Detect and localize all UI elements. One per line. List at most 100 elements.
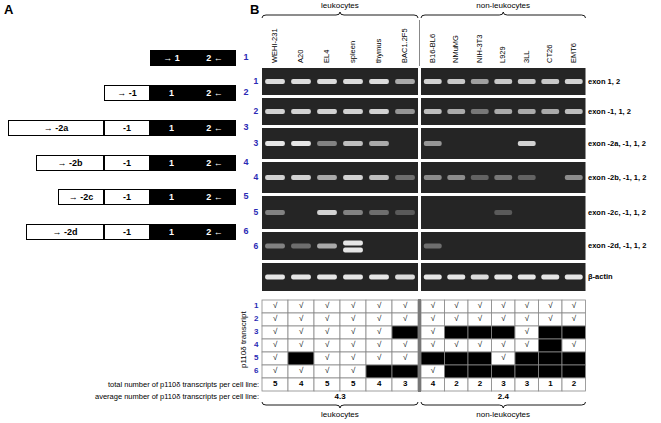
panel-letter: B — [250, 3, 259, 17]
check-mark: √ — [525, 302, 529, 311]
absent-cell — [515, 352, 539, 365]
exon-label: -1 — [123, 193, 131, 202]
absent-cell — [515, 365, 539, 378]
table-cell — [392, 300, 418, 313]
gel-band — [265, 275, 285, 280]
group-brace — [262, 402, 418, 408]
total-count: 4 — [299, 380, 303, 389]
check-mark: √ — [273, 341, 277, 350]
gel-band — [343, 141, 363, 146]
check-mark: √ — [431, 328, 435, 337]
gel-band — [518, 175, 536, 180]
total-count: 1 — [548, 380, 552, 389]
gel-band — [518, 275, 536, 280]
check-mark: √ — [403, 354, 407, 363]
gel-band — [369, 79, 389, 84]
panel-letter: A — [4, 3, 13, 17]
absent-cell — [492, 365, 516, 378]
result-table — [262, 299, 586, 392]
row-number: 4 — [244, 158, 249, 168]
gel-row-label: exon -2c, -1, 1, 2 — [588, 209, 646, 217]
absent-cell — [445, 352, 469, 365]
coding-exon-box: 1 — [150, 155, 193, 171]
table-cell — [492, 339, 516, 352]
check-mark: √ — [572, 302, 576, 311]
table-cell — [288, 339, 314, 352]
table-cell — [515, 326, 539, 339]
table-cell — [445, 339, 469, 352]
lane-label: WEHI-231 — [271, 28, 279, 63]
average-value: 2.4 — [498, 393, 509, 402]
absent-cell — [468, 326, 492, 339]
lane-label: L929 — [499, 46, 507, 63]
gel-band — [447, 275, 465, 280]
check-mark: √ — [501, 341, 505, 350]
coding-exon-box: 2 ← — [193, 85, 236, 101]
row-number: 1 — [244, 53, 249, 63]
row-number: 2 — [254, 315, 258, 324]
check-mark: √ — [377, 315, 381, 324]
table-cell — [366, 313, 392, 326]
table-cell — [262, 339, 288, 352]
check-mark: √ — [299, 341, 303, 350]
group-label: leukocytes — [321, 411, 359, 420]
table-cell — [392, 313, 418, 326]
absent-cell — [468, 352, 492, 365]
noncoding-exon-box: -1 — [104, 120, 150, 136]
gel-panel — [262, 196, 418, 229]
row-caption: average number of p110δ transcripts per … — [95, 393, 259, 401]
total-count: 3 — [403, 380, 407, 389]
absent-cell — [421, 352, 445, 365]
row-number: 4 — [254, 173, 259, 182]
check-mark: √ — [273, 367, 277, 376]
lane-label: EMT6 — [570, 43, 578, 63]
gel-panel — [262, 98, 418, 125]
table-cell — [314, 365, 340, 378]
gel-panel — [262, 232, 418, 260]
gel-band — [343, 175, 363, 180]
gel-panel — [421, 128, 586, 159]
gel-band — [291, 141, 311, 146]
gel-band — [494, 109, 512, 114]
check-mark: √ — [478, 341, 482, 350]
gel-band — [447, 79, 465, 84]
gel-band — [317, 79, 337, 84]
exon-label: 1 — [169, 89, 174, 98]
gel-band — [317, 141, 337, 146]
gel-band — [395, 79, 415, 84]
lane-label: CT26 — [546, 45, 554, 63]
table-cell — [262, 313, 288, 326]
group-divider — [419, 20, 420, 66]
noncoding-exon-box: → -2d — [26, 224, 104, 240]
exon-label: → -1 — [117, 89, 137, 98]
check-mark: √ — [525, 341, 529, 350]
gel-band — [518, 141, 536, 146]
row-number: 6 — [254, 367, 258, 376]
gel-band — [494, 210, 512, 215]
check-mark: √ — [548, 302, 552, 311]
table-cell — [366, 352, 392, 365]
check-mark: √ — [325, 367, 329, 376]
gel-image — [262, 68, 586, 291]
check-mark: √ — [351, 367, 355, 376]
row-number: 5 — [244, 192, 249, 202]
row-number: 2 — [254, 107, 259, 116]
lane-label: B16-BL6 — [429, 34, 437, 63]
lane-label: spleen — [349, 41, 357, 63]
check-mark: √ — [377, 302, 381, 311]
average-value: 4.3 — [335, 393, 346, 402]
noncoding-exon-box: -1 — [104, 224, 150, 240]
absent-cell — [366, 365, 392, 378]
gel-band — [291, 244, 311, 249]
absent-cell — [392, 365, 418, 378]
table-cell — [366, 339, 392, 352]
exon-label: 2 ← — [206, 159, 223, 168]
table-cell — [262, 365, 288, 378]
gel-band — [369, 275, 389, 280]
check-mark: √ — [501, 315, 505, 324]
exon-label: → -2d — [52, 228, 77, 237]
table-cell — [562, 313, 586, 326]
check-mark: √ — [572, 341, 576, 350]
gel-band — [317, 275, 337, 280]
